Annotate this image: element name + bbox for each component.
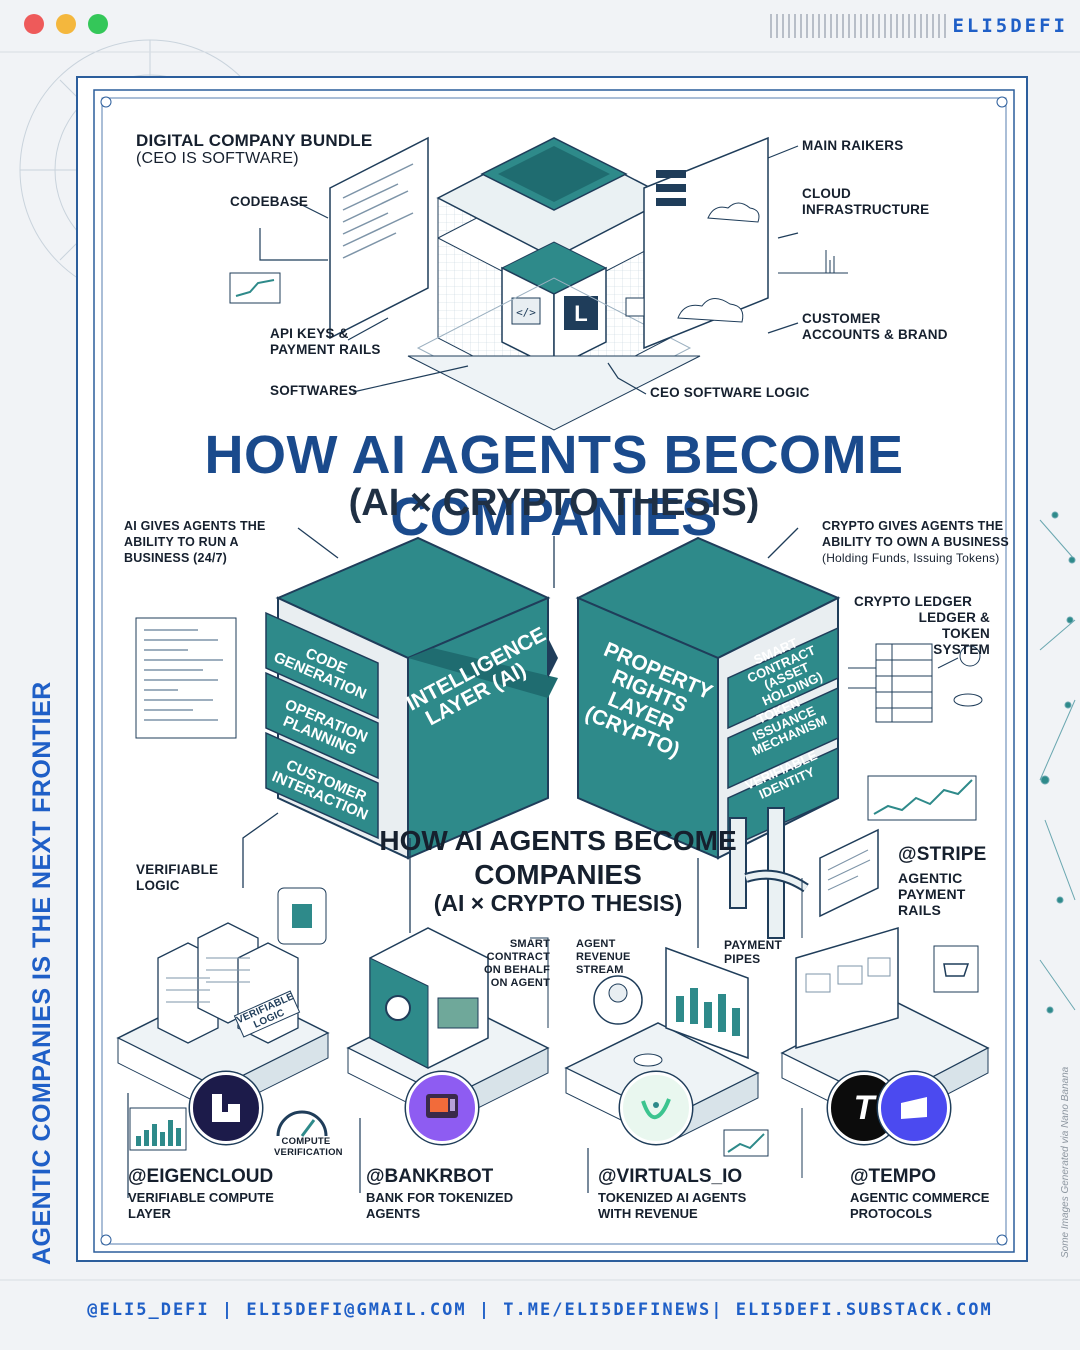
main-title: HOW AI AGENTS BECOME COMPANIES [204,425,904,547]
tempo-name: @TEMPO [850,1166,937,1187]
verifiable-logic-label: VERIFIABLE LOGIC [136,862,219,893]
ceo-logic-label: CEO SOFTWARE LOGIC [650,385,810,400]
main-raikers-label: MAIN RAIKERS [802,138,904,153]
virtuals-platform [564,946,769,1157]
eigencloud-name: @EIGENCLOUD [128,1166,274,1187]
eigencloud-logo-mark [212,1094,240,1122]
mid-subtitle: (AI × CRYPTO THESIS) [433,890,683,916]
image-credit: Some Images Generated via Nano Banana [1060,1066,1071,1258]
cloud-label: CLOUD INFRASTRUCTURE [802,186,930,217]
ledger-token-label: LEDGER & TOKEN SYSTEM [918,610,990,657]
main-subtitle: (AI × CRYPTO THESIS) [348,482,760,524]
api-keys-label: API KEYS & PAYMENT RAILS [270,326,381,357]
window-maximize-button[interactable] [88,14,108,34]
side-title: AGENTIC COMPANIES IS THE NEXT FRONTIER [28,681,56,1265]
blueprint-illustration: </> L [93,89,1015,1253]
smart-contract-label: SMART CONTRACT ON BEHALF ON AGENT [484,938,550,989]
payment-pipes-label: PAYMENT PIPES [724,938,783,966]
revenue-stream-label: AGENT REVENUE STREAM [576,938,631,976]
softwares-label: SOFTWARES [270,383,358,398]
bankrbot-desc: BANK FOR TOKENIZED AGENTS [366,1190,514,1221]
intelligence-cube [265,536,558,860]
virtuals-name: @VIRTUALS_IO [598,1166,743,1187]
barcode-decoration [770,14,948,38]
bundle-subtitle: (CEO IS SOFTWARE) [136,150,299,167]
virtuals-desc: TOKENIZED AI AGENTS WITH REVENUE [598,1190,747,1221]
bundle-title: DIGITAL COMPANY BUNDLE [136,131,373,150]
footer-contacts: @ELI5_DEFI | ELI5DEFI@GMAIL.COM | T.ME/E… [87,1300,993,1320]
stripe-desc: AGENTIC PAYMENT RAILS [898,870,966,918]
property-cube [575,536,841,860]
infographic-card: </> L [76,76,1028,1262]
customer-label: CUSTOMER ACCOUNTS & BRAND [802,311,948,342]
virtuals-logo [620,1072,692,1144]
bankrbot-name: @BANKRBOT [366,1166,494,1187]
codebase-label: CODEBASE [230,194,309,209]
mid-title: HOW AI AGENTS BECOME COMPANIES [379,825,737,890]
crypto-ledger-label: CRYPTO LEDGER [854,594,973,609]
bankrbot-logo-mark [426,1094,458,1118]
svg-text:</>: </> [516,306,536,319]
eigencloud-logo [190,1072,262,1144]
tempo-desc: AGENTIC COMMERCE PROTOCOLS [850,1190,990,1221]
crypto-caption: CRYPTO GIVES AGENTS THE ABILITY TO OWN A… [822,519,1009,549]
ai-caption: AI GIVES AGENTS THE ABILITY TO RUN A BUS… [124,519,266,565]
eigencloud-desc: VERIFIABLE COMPUTE LAYER [128,1190,274,1221]
stripe-partner-logo [878,1072,950,1144]
bankrbot-logo [406,1072,478,1144]
brand-logo: ELI5DEFI [952,15,1068,37]
stripe-partner-logo-mark [901,1097,927,1119]
compute-verification-label: COMPUTE VERIFICATION [274,1136,343,1158]
svg-text:L: L [574,301,587,326]
window-close-button[interactable] [24,14,44,34]
bundle-illustration: </> L [229,136,848,431]
window-minimize-button[interactable] [56,14,76,34]
stripe-name: @STRIPE [898,844,987,865]
virtuals-logo-mark [641,1098,671,1120]
crypto-caption-sub: (Holding Funds, Issuing Tokens) [822,551,1000,565]
